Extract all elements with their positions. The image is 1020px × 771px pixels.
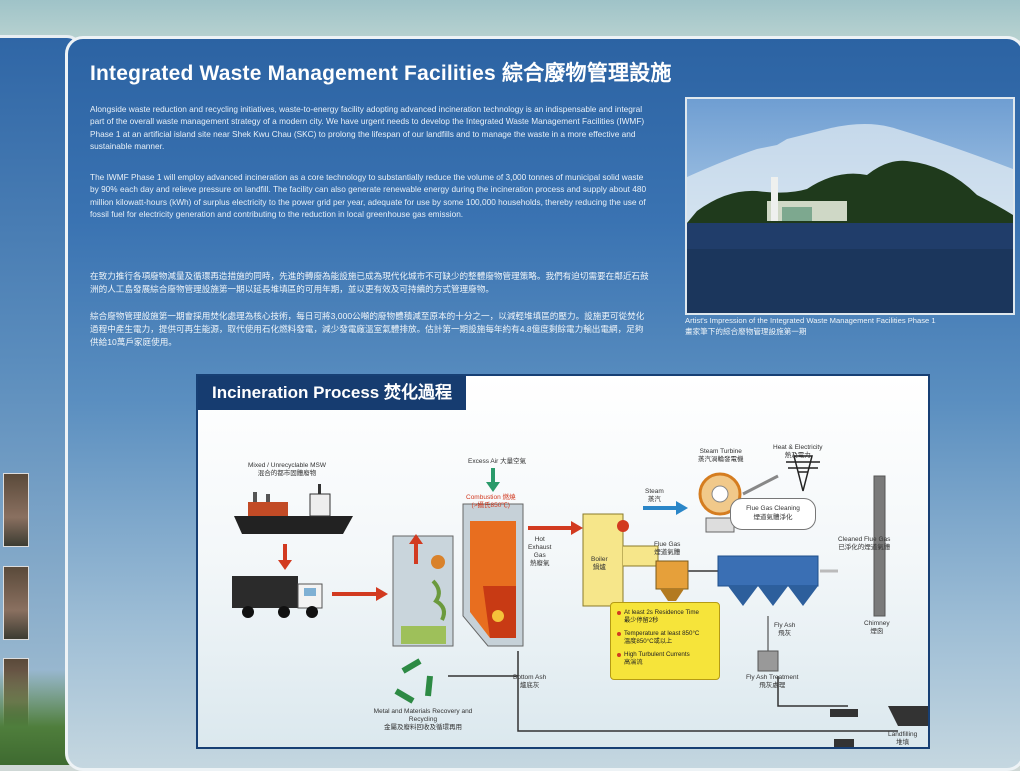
metal-recovery-label: Metal and Materials Recovery and Recycli… — [373, 708, 473, 731]
furnace — [462, 503, 524, 647]
info-board: Integrated Waste Management Facilities 綜… — [65, 36, 1020, 771]
caption-english: Artist's Impression of the Integrated Wa… — [685, 316, 936, 325]
incineration-diagram: Incineration Process 焚化過程 — [196, 374, 930, 749]
board-title: Integrated Waste Management Facilities 綜… — [90, 62, 672, 85]
chimney-icon — [873, 475, 886, 617]
photo-caption: Artist's Impression of the Integrated Wa… — [685, 315, 936, 337]
chinese-paragraph-1: 在致力推行各項廢物減量及循環再造措施的同時，先進的轉廢為能設施已成為現代化城市不… — [90, 271, 649, 294]
ship-icon — [234, 484, 353, 534]
process-illustration — [232, 455, 928, 747]
process-title: Incineration Process 焚化過程 — [198, 376, 466, 410]
landfill-icon — [888, 706, 928, 726]
adjacent-photo — [3, 473, 29, 547]
fly-ash-silo — [757, 650, 779, 672]
combustion-label: Combustion 燃燒 (>攝氏850℃) — [466, 494, 516, 509]
wall-background — [0, 0, 1020, 40]
excess-air-label: Excess Air 大量空氣 — [468, 458, 527, 465]
adjacent-photo — [3, 566, 29, 640]
recycle-icon — [394, 658, 433, 704]
artist-impression-photo — [685, 97, 1015, 315]
small-ship-icon — [830, 709, 858, 717]
english-paragraph-1: Alongside waste reduction and recycling … — [90, 104, 645, 152]
chinese-paragraph-2: 綜合廢物管理設施第一期會採用焚化處理為核心技術，每日可將3,000公噸的廢物體積… — [90, 311, 645, 347]
island-illustration — [687, 124, 1013, 313]
caption-chinese: 畫家筆下的綜合廢物管理設施第一期 — [685, 327, 807, 336]
english-paragraph-2: The IWMF Phase 1 will employ advanced in… — [90, 172, 647, 220]
boiler — [582, 513, 659, 607]
waste-bunker — [392, 534, 454, 647]
small-truck-icon — [834, 739, 854, 747]
pylon-icon — [786, 455, 820, 492]
flue-gas-unit — [655, 555, 838, 606]
truck-icon — [232, 576, 323, 618]
